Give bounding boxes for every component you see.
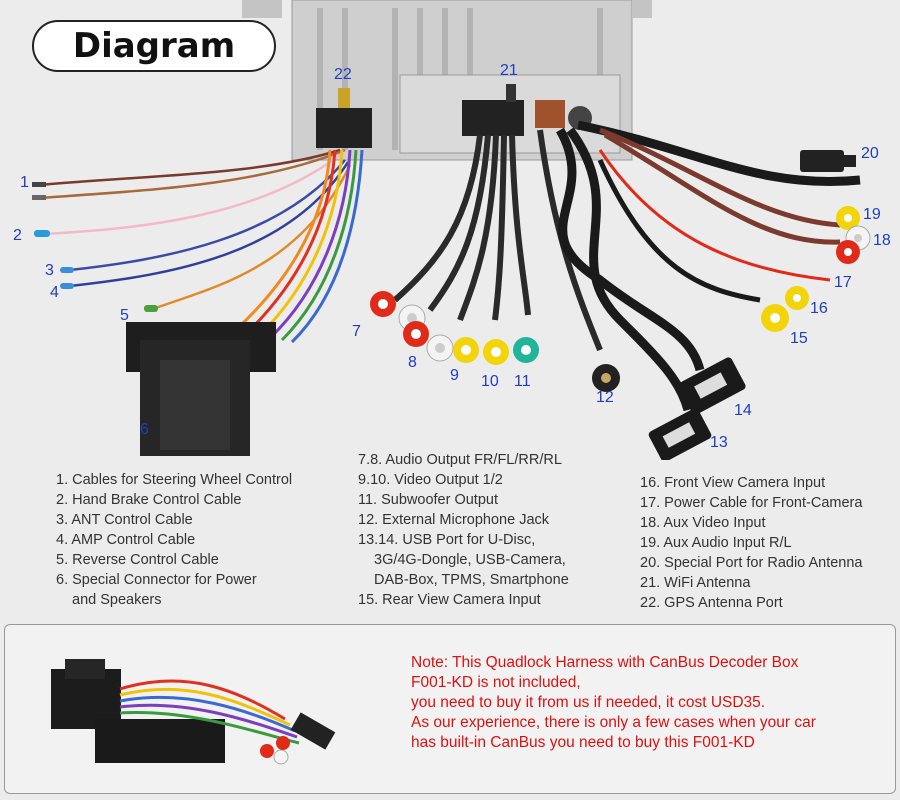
- usb-port-13: [648, 408, 712, 460]
- wiring-diagram: [32, 0, 871, 460]
- diagram-title: Diagram: [32, 20, 276, 72]
- steering-wires: [39, 148, 352, 312]
- callout-22: 22: [334, 66, 352, 83]
- callout-21: 21: [500, 62, 518, 79]
- legend-item: 3. ANT Control Cable: [56, 512, 193, 528]
- legend-item: 7.8. Audio Output FR/FL/RR/RL: [358, 452, 562, 468]
- usb-port-14: [678, 357, 746, 415]
- callout-3: 3: [45, 262, 54, 279]
- legend-item: 6. Special Connector for Power: [56, 572, 257, 588]
- legend-column-3: 16. Front View Camera Input 17. Power Ca…: [640, 473, 862, 613]
- quadlock-harness-image: [51, 659, 336, 765]
- rca-plug-18b: [836, 240, 860, 264]
- rca-cables: [393, 129, 603, 352]
- callout-1: 1: [20, 174, 29, 191]
- note-line: Note: This Quadlock Harness with CanBus …: [411, 654, 799, 671]
- callout-13: 13: [710, 434, 728, 451]
- legend-column-1: 1. Cables for Steering Wheel Control 2. …: [56, 470, 292, 610]
- callout-10: 10: [481, 373, 499, 390]
- legend-item: 4. AMP Control Cable: [56, 532, 196, 548]
- rca-plug-19: [836, 206, 860, 230]
- rca-plug-7: [370, 291, 396, 317]
- legend-item: 9.10. Video Output 1/2: [358, 472, 503, 488]
- legend-item-continuation: 3G/4G-Dongle, USB-Camera,: [374, 552, 566, 568]
- note-text: Note: This Quadlock Harness with CanBus …: [411, 653, 881, 753]
- rca-plug-9: [453, 337, 479, 363]
- power-bundle: [238, 149, 364, 344]
- rca-plug-16: [785, 286, 809, 310]
- note-box: Note: This Quadlock Harness with CanBus …: [4, 624, 896, 794]
- note-line: As our experience, there is only a few c…: [411, 714, 816, 731]
- aux-cables: [597, 127, 841, 303]
- rca-plug-15: [761, 304, 789, 332]
- callout-4: 4: [50, 284, 59, 301]
- radio-antenna-port-20: [800, 150, 856, 172]
- legend-item: 15. Rear View Camera Input: [358, 592, 541, 608]
- callout-16: 16: [810, 300, 828, 317]
- callout-11: 11: [514, 373, 531, 390]
- callout-7: 7: [352, 323, 361, 340]
- note-line: F001-KD is not included,: [411, 674, 581, 691]
- legend-item: 13.14. USB Port for U-Disc,: [358, 532, 536, 548]
- legend-item: 17. Power Cable for Front-Camera: [640, 495, 863, 511]
- note-line: has built-in CanBus you need to buy this…: [411, 734, 755, 751]
- mic-jack-12: [592, 364, 620, 392]
- quadlock-connector: [126, 322, 276, 456]
- callout-20: 20: [861, 145, 879, 162]
- rca-plug-8: [403, 321, 429, 347]
- callout-14: 14: [734, 402, 752, 419]
- wire-tips: [32, 182, 158, 312]
- callout-6: 6: [140, 421, 149, 438]
- callout-9: 9: [450, 367, 459, 384]
- legend-item: 22. GPS Antenna Port: [640, 595, 783, 611]
- rca-plug-10: [483, 339, 509, 365]
- callout-8: 8: [408, 354, 417, 371]
- note-line: you need to buy it from us if needed, it…: [411, 694, 766, 711]
- legend-item-continuation: and Speakers: [72, 592, 162, 608]
- callout-15: 15: [790, 330, 808, 347]
- rca-plug-11: [513, 337, 539, 363]
- legend-item: 20. Special Port for Radio Antenna: [640, 555, 863, 571]
- legend-item: 1. Cables for Steering Wheel Control: [56, 472, 293, 488]
- callout-5: 5: [120, 307, 129, 324]
- legend-item-continuation: DAB-Box, TPMS, Smartphone: [374, 572, 569, 588]
- legend-column-2: 7.8. Audio Output FR/FL/RR/RL 9.10. Vide…: [358, 450, 569, 610]
- legend-item: 19. Aux Audio Input R/L: [640, 535, 792, 551]
- callout-12: 12: [596, 389, 614, 406]
- callout-2: 2: [13, 227, 22, 244]
- callout-17: 17: [834, 274, 852, 291]
- callout-18: 18: [873, 232, 891, 249]
- legend-item: 18. Aux Video Input: [640, 515, 766, 531]
- head-unit-chassis: [242, 0, 652, 161]
- legend-item: 5. Reverse Control Cable: [56, 552, 219, 568]
- usb-cables: [556, 120, 861, 412]
- callout-19: 19: [863, 206, 881, 223]
- legend-item: 11. Subwoofer Output: [358, 492, 498, 508]
- legend-item: 12. External Microphone Jack: [358, 512, 550, 528]
- legend-item: 16. Front View Camera Input: [640, 475, 826, 491]
- rca-plug-white-b: [426, 334, 454, 362]
- legend-item: 2. Hand Brake Control Cable: [56, 492, 242, 508]
- legend-item: 21. WiFi Antenna: [640, 575, 751, 591]
